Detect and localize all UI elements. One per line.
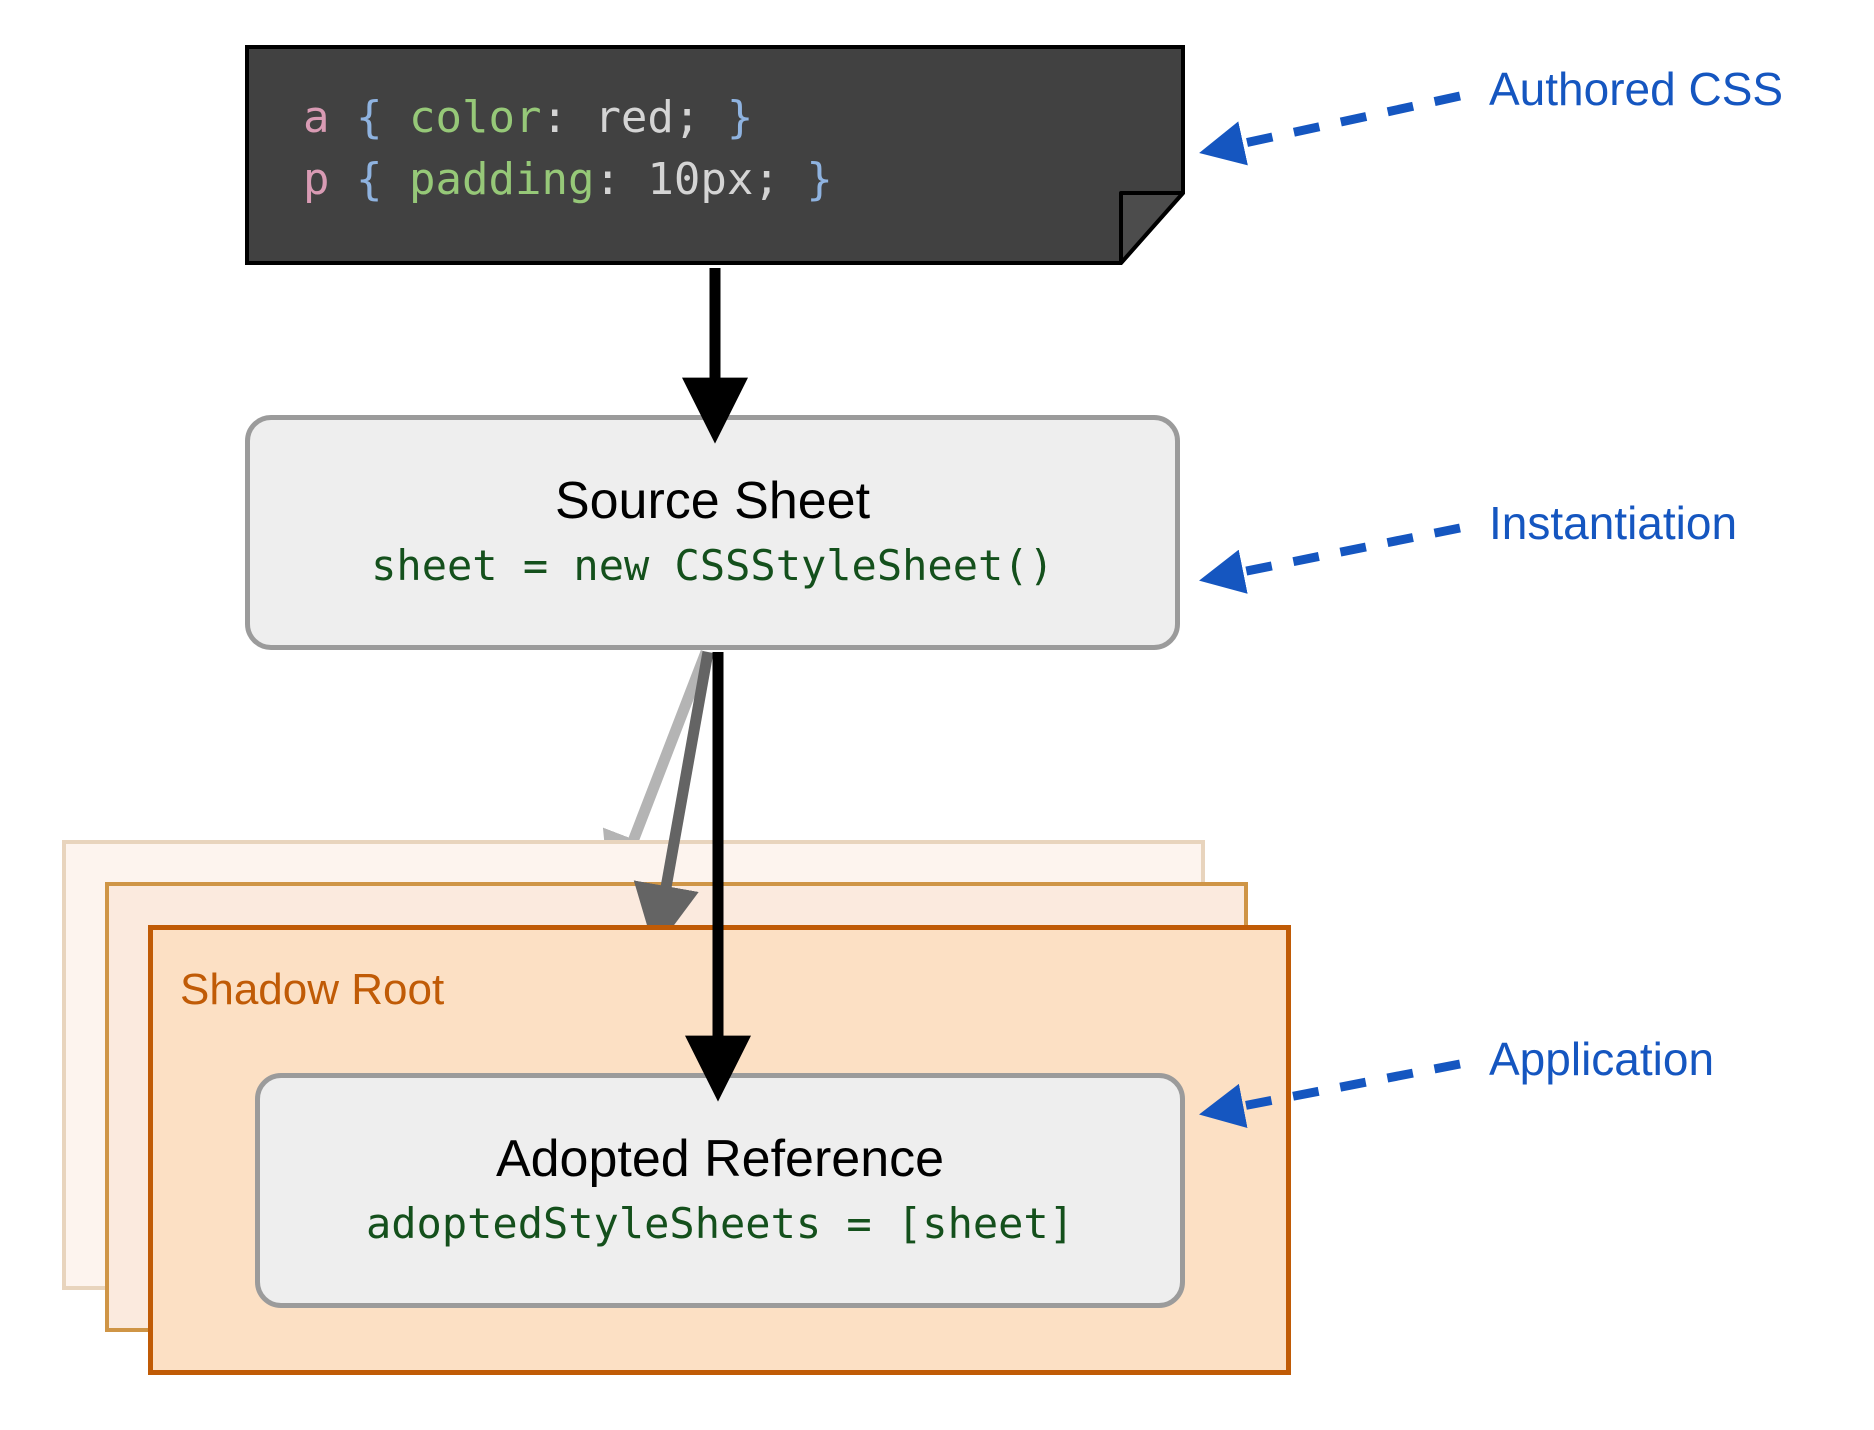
adopted-reference-title: Adopted Reference [495, 1130, 945, 1189]
source-sheet-code: sheet = new CSSStyleSheet() [371, 541, 1054, 591]
note-card-shape [245, 45, 1185, 265]
adopted-reference-box[interactable]: Adopted Reference adoptedStyleSheets = [… [255, 1073, 1185, 1308]
css-open-brace-1: { [356, 92, 383, 143]
annotation-line-authored-css [1199, 91, 1461, 166]
authored-css-note: a { color: red; } p { padding: 10px; } [245, 45, 1185, 265]
annotation-label-authored-css: Authored CSS [1489, 63, 1784, 115]
css-value-10px: 10px; [647, 154, 780, 205]
source-sheet-title: Source Sheet [554, 472, 871, 531]
css-property-padding: padding [409, 154, 595, 205]
css-open-brace-2: { [356, 154, 383, 205]
authored-css-code: a { color: red; } p { padding: 10px; } [303, 87, 833, 211]
css-selector-p: p [303, 154, 330, 205]
css-property-color: color [409, 92, 542, 143]
css-colon-2: : [594, 154, 648, 205]
css-selector-a: a [303, 92, 330, 143]
shadow-root-label: Shadow Root [180, 965, 445, 1014]
arrow-source-to-shadow-back [602, 650, 712, 901]
css-value-red: red; [594, 92, 701, 143]
css-colon-1: : [541, 92, 595, 143]
annotation-label-instantiation: Instantiation [1489, 497, 1738, 549]
css-close-brace-1: } [726, 92, 754, 143]
adopted-reference-code: adoptedStyleSheets = [sheet] [365, 1199, 1074, 1249]
css-close-brace-2: } [806, 154, 833, 205]
source-sheet-box[interactable]: Source Sheet sheet = new CSSStyleSheet() [245, 415, 1180, 650]
annotation-line-instantiation [1199, 523, 1461, 594]
annotation-label-application: Application [1489, 1033, 1715, 1085]
